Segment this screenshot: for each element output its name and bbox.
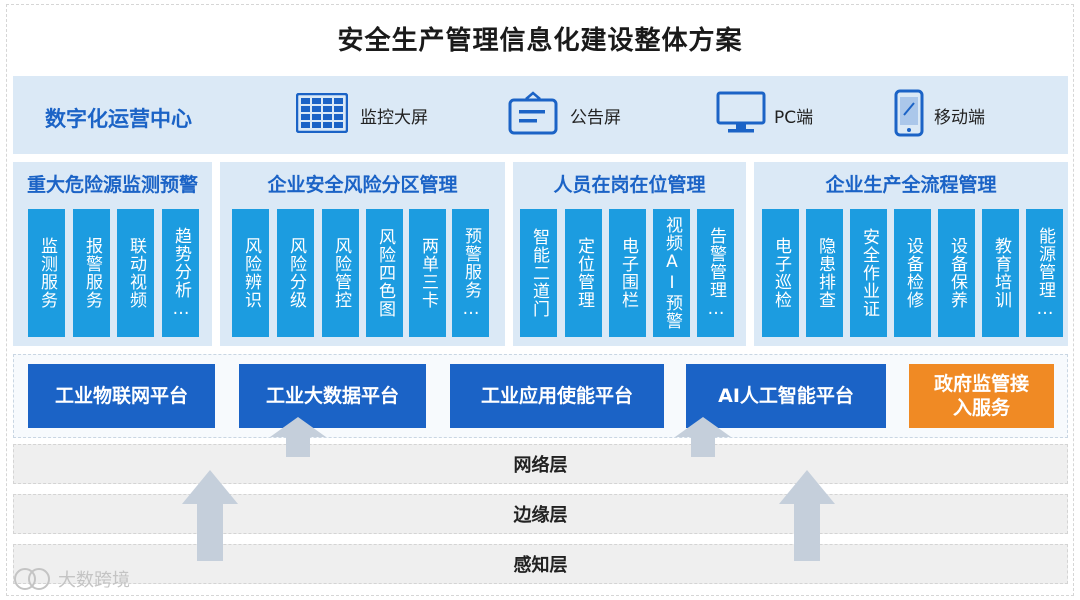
module-card: 风险四色图 — [366, 209, 403, 337]
channel-title: 数字化运营中心 — [45, 107, 192, 131]
module-card: 电子围栏 — [609, 209, 646, 337]
module-card: 联动视频 — [117, 209, 154, 337]
platform-big-data: 工业大数据平台 — [239, 364, 426, 428]
up-arrow-icon — [182, 470, 238, 561]
module-card: 两单三卡 — [409, 209, 446, 337]
module-title: 企业安全风险分区管理 — [267, 174, 458, 196]
module-card: 监测服务 — [28, 209, 65, 337]
module-title: 企业生产全流程管理 — [825, 174, 997, 196]
module-card: 风险分级 — [277, 209, 314, 337]
module-card: 风险管控 — [322, 209, 359, 337]
module-title: 人员在岗在位管理 — [553, 174, 706, 196]
module-card: 设备保养 — [938, 209, 975, 337]
layer-network: 网络层 — [13, 444, 1068, 484]
channel-item-notice-screen: 公告屏 — [508, 91, 621, 139]
platform-iot: 工业物联网平台 — [28, 364, 215, 428]
module-card: 设备检修 — [894, 209, 931, 337]
watermark: 大数跨境 — [12, 566, 130, 592]
page-title: 安全生产管理信息化建设整体方案 — [337, 26, 743, 56]
module-card: 智能二道门 — [520, 209, 557, 337]
monitor-icon — [716, 91, 766, 139]
watermark-logo-icon — [14, 568, 50, 590]
platform-government-access: 政府监管接入服务 — [909, 364, 1054, 428]
layer-perception: 感知层 — [13, 544, 1068, 584]
channel-item-big-screen: 监控大屏 — [295, 92, 428, 137]
diagram-frame — [6, 4, 1074, 596]
channel-label: PC端 — [774, 107, 814, 128]
module-card: 隐患排查 — [806, 209, 843, 337]
up-arrow-icon — [779, 470, 835, 561]
module-card: 教育培训 — [982, 209, 1019, 337]
channel-item-pc: PC端 — [716, 91, 814, 139]
platform-app-enablement: 工业应用使能平台 — [450, 364, 664, 428]
channel-band — [13, 76, 1068, 154]
up-arrow-icon — [270, 417, 326, 457]
platform-ai: AI人工智能平台 — [686, 364, 886, 428]
notice-board-icon — [508, 91, 558, 139]
up-arrow-icon — [675, 417, 731, 457]
module-card: 定位管理 — [565, 209, 602, 337]
module-card: 安全作业证 — [850, 209, 887, 337]
grid-screen-icon — [295, 92, 349, 137]
module-card: 报警服务 — [73, 209, 110, 337]
module-card: 电子巡检 — [762, 209, 799, 337]
watermark-text: 大数跨境 — [58, 570, 130, 591]
module-card: 视频AI预警 — [653, 209, 690, 337]
module-card: 能源管理… — [1026, 209, 1063, 337]
layer-edge: 边缘层 — [13, 494, 1068, 534]
module-card: 告警管理… — [697, 209, 734, 337]
channel-item-mobile: 移动端 — [894, 89, 985, 137]
channel-label: 公告屏 — [570, 107, 621, 128]
channel-label: 移动端 — [934, 107, 985, 128]
module-card: 趋势分析… — [162, 209, 199, 337]
module-title: 重大危险源监测预警 — [26, 174, 198, 196]
channel-label: 监控大屏 — [360, 107, 428, 128]
module-card: 预警服务… — [452, 209, 489, 337]
mobile-phone-icon — [894, 89, 924, 141]
module-card: 风险辨识 — [232, 209, 269, 337]
